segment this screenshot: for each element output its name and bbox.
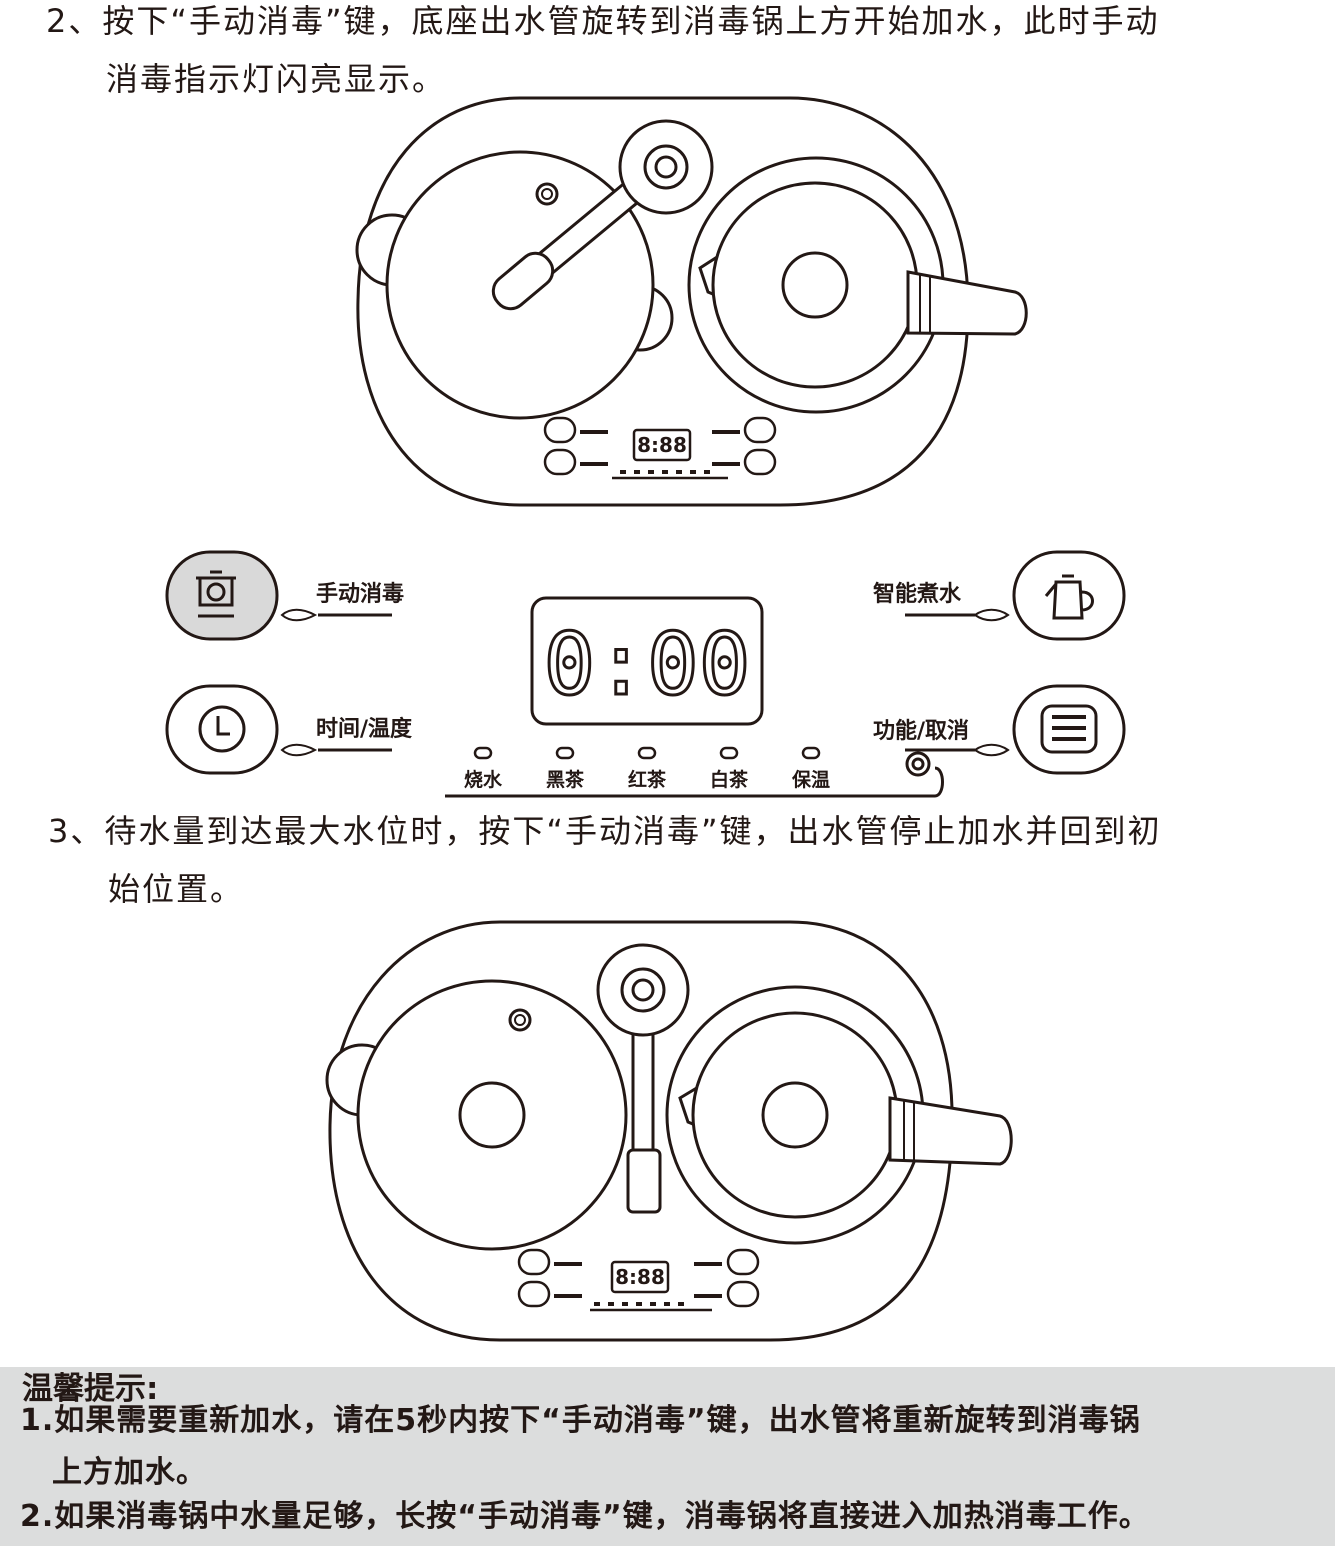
water-pipe-nozzle [491,251,555,311]
step-2-line-2: 消毒指示灯闪亮显示。 [106,60,447,98]
base-top-view-diagram-1: 8:88 [355,96,1028,507]
kettle-icon [1044,574,1094,620]
step-2-text: 2、按下“手动消毒”键，底座出水管旋转到消毒锅上方开始加水，此时手动 消毒指示灯… [46,0,1160,108]
tip-item-1-line-2: 上方加水。 [52,1455,207,1490]
tips-title: 温馨提示: [22,1371,159,1407]
display-frame [530,596,764,726]
indicator-label-dark-tea: 黑茶 [546,768,585,791]
mini-display-frame [610,1260,670,1294]
indicator-leds [473,746,821,760]
tip-item-1-line-1: 1.如果需要重新加水，请在5秒内按下“手动消毒”键，出水管将重新旋转到消毒锅 [20,1403,1141,1438]
kettle-handle [906,270,1028,336]
mini-control-panel [517,1248,760,1312]
sterilizer-pot-icon [196,570,236,618]
mini-display-digits: 8:88 [615,1265,665,1289]
kettle-lid-knob [761,1081,829,1149]
indicator-label-white-tea: 白茶 [710,768,749,791]
label-smart-boil: 智能煮水 [873,581,962,607]
mini-display-digits: 8:88 [637,433,687,457]
base-top-view-diagram-2: 8:88 [325,920,1013,1342]
mini-control-panel [543,416,777,480]
function-cancel-button[interactable] [1012,684,1126,775]
indicator-label-boil: 烧水 [464,769,503,791]
mini-button-function [743,448,777,476]
menu-icon [1040,704,1098,754]
mini-button-manual [543,416,577,444]
label-function-cancel: 功能/取消 [873,718,969,744]
step-3-line-1: 3、待水量到达最大水位时，按下“手动消毒”键，出水管停止加水并回到初 [48,812,1162,850]
label-time-temp: 时间/温度 [316,716,413,742]
pipe-pivot-center [631,978,655,1002]
mini-button-boil [743,416,777,444]
pot-vent-inner [541,188,553,200]
label-manual-sterilize: 手动消毒 [316,581,404,607]
kettle-lid-knob [781,251,849,319]
main-display-digits: 0:00 [543,615,750,715]
tips-box: 温馨提示: 1.如果需要重新加水，请在5秒内按下“手动消毒”键，出水管将重新旋转… [0,1367,1335,1546]
clock-icon [198,705,246,753]
control-panel-detail: 0:00 手动消毒 时间/温度 智能煮水 功能/取消 烧水 黑茶 红茶 白茶 保… [165,550,1126,798]
pot-knob [458,1081,526,1149]
step-3-text: 3、待水量到达最大水位时，按下“手动消毒”键，出水管停止加水并回到初 始位置。 [48,802,1162,918]
time-temp-button[interactable] [165,684,279,775]
tip-item-2: 2.如果消毒锅中水量足够，长按“手动消毒”键，消毒锅将直接进入加热消毒工作。 [20,1499,1150,1534]
kettle-handle [888,1096,1013,1166]
step-2-line-1: 2、按下“手动消毒”键，底座出水管旋转到消毒锅上方开始加水，此时手动 [46,2,1160,40]
smart-boil-button[interactable] [1012,550,1126,641]
indicator-label-black-tea: 红茶 [628,768,667,791]
water-pipe-nozzle [626,1148,662,1214]
indicator-label-keep-warm: 保温 [791,768,830,791]
pipe-pivot-center [654,155,678,179]
manual-sterilize-button[interactable] [165,550,279,641]
step-3-line-2: 始位置。 [108,870,245,908]
mini-display-frame [632,428,692,462]
mini-button-time [543,448,577,476]
